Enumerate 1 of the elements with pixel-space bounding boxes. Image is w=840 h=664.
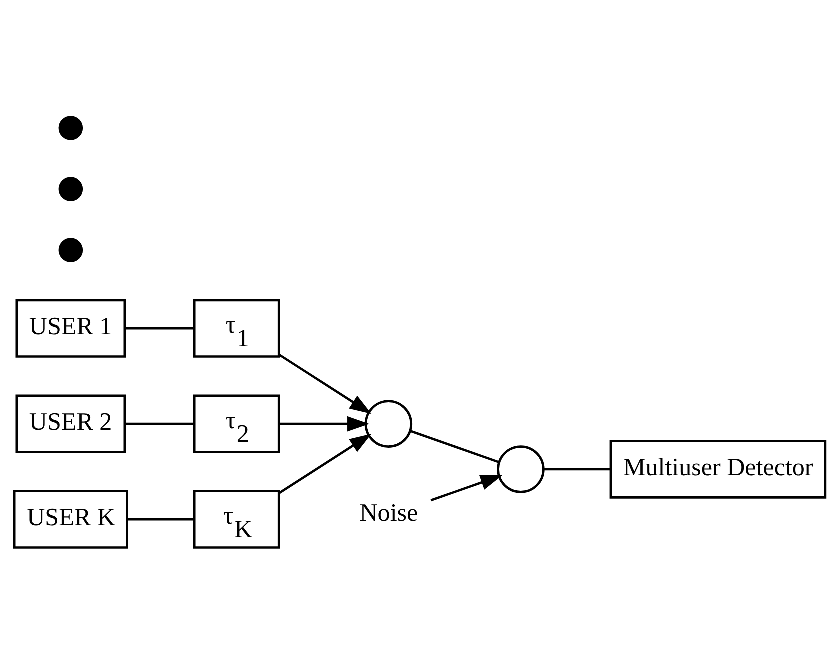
node-text: Noise (360, 499, 418, 526)
